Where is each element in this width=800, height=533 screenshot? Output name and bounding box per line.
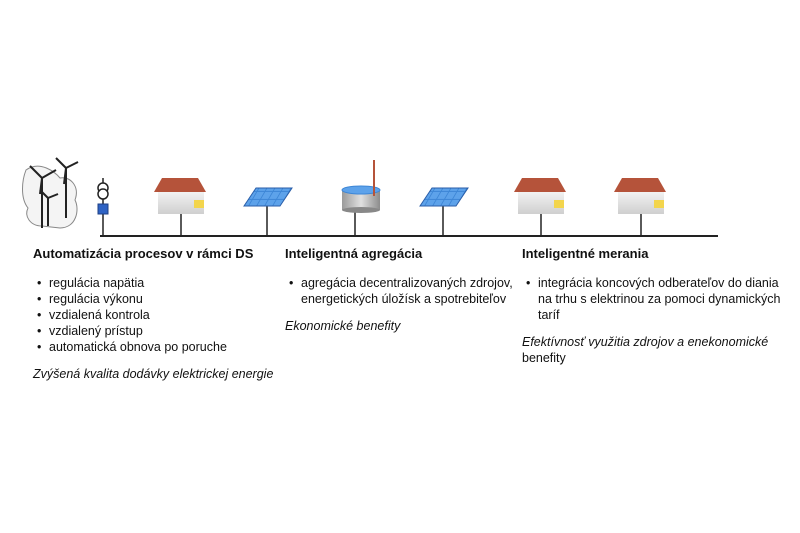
benefit-note: Efektívnosť využitia zdrojov a enekonomi… [522, 334, 792, 366]
list-item: integrácia koncových odberateľov do dian… [522, 275, 792, 323]
wind-turbines-icon [22, 157, 79, 229]
house-icon [614, 178, 666, 236]
transformer-icon [97, 178, 109, 236]
column-process-automation: Automatizácia procesov v rámci DS regulá… [33, 246, 303, 382]
house-icon [154, 178, 206, 236]
benefit-note: Zvýšená kvalita dodávky elektrickej ener… [33, 367, 274, 381]
benefit-note-plain: benefity [522, 351, 566, 365]
list-item: automatická obnova po poruche [33, 339, 303, 355]
list-item: vzdialený prístup [33, 323, 303, 339]
list-item: regulácia výkonu [33, 291, 303, 307]
column-title: Automatizácia procesov v rámci DS [33, 246, 254, 261]
solar-panel-icon [419, 187, 469, 236]
column-smart-metering: Inteligentné merania integrácia koncovýc… [522, 246, 792, 366]
column-smart-aggregation: Inteligentná agregácia agregácia decentr… [285, 246, 535, 334]
list-item: agregácia decentralizovaných zdrojov, en… [285, 275, 535, 307]
list-item: vzdialená kontrola [33, 307, 303, 323]
bullet-list: agregácia decentralizovaných zdrojov, en… [285, 275, 535, 307]
storage-tank-icon [341, 160, 381, 236]
bullet-list: integrácia koncových odberateľov do dian… [522, 275, 792, 323]
house-icon [514, 178, 566, 236]
bullet-list: regulácia napätia regulácia výkonu vzdia… [33, 275, 303, 355]
list-item: regulácia napätia [33, 275, 303, 291]
column-title: Inteligentná agregácia [285, 246, 423, 261]
benefit-note: Ekonomické benefity [285, 319, 401, 333]
benefit-note-italic: Efektívnosť využitia zdrojov a enekonomi… [522, 335, 769, 349]
solar-panel-icon [243, 187, 293, 236]
column-title: Inteligentné merania [522, 246, 649, 261]
